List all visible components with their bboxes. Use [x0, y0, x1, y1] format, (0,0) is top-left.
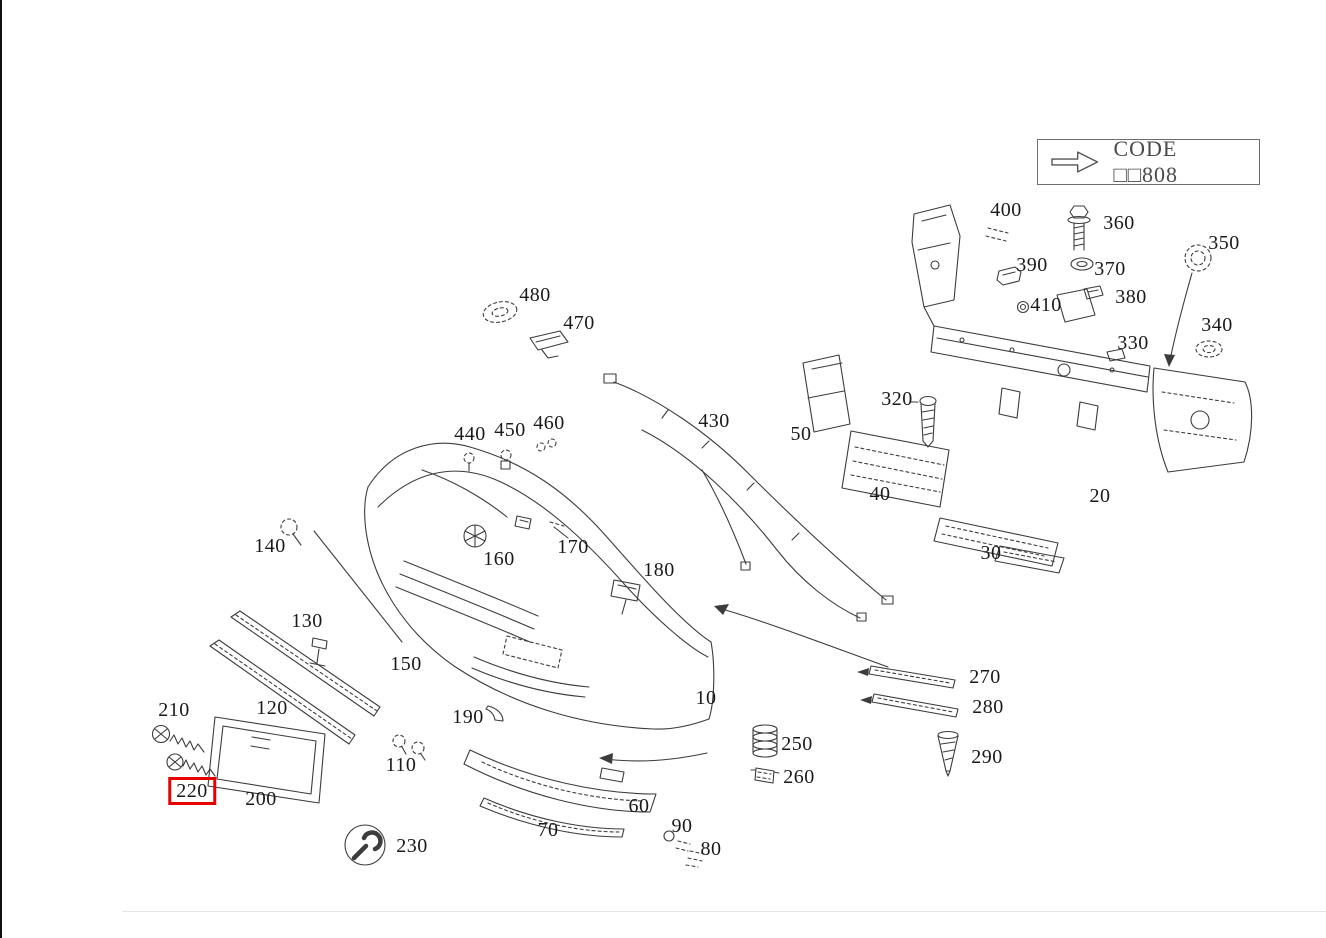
part-label-80[interactable]: 80	[700, 838, 722, 860]
part-label-60[interactable]: 60	[628, 795, 650, 817]
part-80-fastener-drawing	[685, 850, 705, 868]
part-50-bracket-drawing	[802, 354, 851, 433]
part-label-470[interactable]: 470	[563, 312, 595, 334]
part-label-260[interactable]: 260	[783, 766, 815, 788]
part-410-nut-drawing	[1016, 300, 1030, 314]
part-220-screw-drawing	[166, 753, 216, 777]
part-label-250[interactable]: 250	[781, 733, 813, 755]
part-370-grommet-drawing	[1070, 257, 1094, 271]
part-label-370[interactable]: 370	[1094, 258, 1126, 280]
part-label-190[interactable]: 190	[452, 706, 484, 728]
part-label-180[interactable]: 180	[643, 559, 675, 581]
part-label-330[interactable]: 330	[1117, 332, 1149, 354]
part-label-460[interactable]: 460	[533, 412, 565, 434]
part-label-360[interactable]: 360	[1103, 212, 1135, 234]
part-20-crossmember-drawing	[923, 288, 1253, 473]
part-label-110[interactable]: 110	[385, 754, 417, 776]
part-260-clamp-drawing	[750, 767, 780, 784]
part-70-trim-strip-drawing	[479, 797, 625, 838]
part-label-480[interactable]: 480	[519, 284, 551, 306]
part-210-screw-drawing	[151, 724, 205, 753]
part-label-380[interactable]: 380	[1115, 286, 1147, 308]
code-box: CODE □□808	[1037, 136, 1260, 187]
part-480-cover-drawing	[482, 301, 518, 323]
part-30-absorber-drawing	[933, 517, 1065, 574]
part-label-220-highlighted[interactable]: 220	[168, 777, 216, 805]
part-label-400[interactable]: 400	[990, 199, 1022, 221]
part-label-290[interactable]: 290	[971, 746, 1003, 768]
part-470-bracket-drawing	[529, 330, 569, 359]
part-label-410[interactable]: 410	[1030, 294, 1062, 316]
part-130-clip-drawing	[309, 637, 328, 667]
part-label-90[interactable]: 90	[671, 815, 693, 837]
part-170-leader-line	[549, 521, 569, 539]
part-40-grille-drawing	[841, 430, 950, 508]
part-340-grommet-drawing	[1195, 340, 1223, 358]
part-label-280[interactable]: 280	[972, 696, 1004, 718]
leader-arrows	[599, 604, 889, 764]
part-label-160[interactable]: 160	[483, 548, 515, 570]
part-label-440[interactable]: 440	[454, 423, 486, 445]
part-160-clip-drawing	[514, 515, 532, 530]
bottom-divider	[122, 911, 1326, 912]
part-label-140[interactable]: 140	[254, 535, 286, 557]
part-190-clip-drawing	[485, 705, 504, 722]
part-90-fastener-drawing	[663, 830, 691, 852]
part-label-450[interactable]: 450	[494, 419, 526, 441]
part-270-strip-drawing	[857, 665, 956, 689]
part-label-50[interactable]: 50	[790, 423, 812, 445]
part-200-plate-bracket-drawing	[207, 716, 326, 804]
right-arrow-icon	[1051, 151, 1099, 173]
part-label-30[interactable]: 30	[980, 542, 1002, 564]
part-180-bracket-drawing	[610, 579, 641, 615]
code-label: CODE □□808	[1113, 136, 1179, 187]
part-label-40[interactable]: 40	[869, 483, 891, 505]
part-label-390[interactable]: 390	[1016, 254, 1048, 276]
part-10-bumper-cover-drawing	[313, 442, 715, 730]
part-label-430[interactable]: 430	[698, 410, 730, 432]
part-label-340[interactable]: 340	[1201, 314, 1233, 336]
part-320-screw-drawing	[909, 395, 937, 448]
part-230-wrench-icon	[344, 824, 386, 866]
part-430-harness-drawing	[603, 373, 894, 622]
part-350-grommet-drawing	[1164, 244, 1212, 367]
part-120-150-grille-strips-drawing	[209, 610, 381, 745]
part-label-270[interactable]: 270	[969, 666, 1001, 688]
part-440-450-460-fasteners-drawing	[463, 438, 557, 472]
part-label-70[interactable]: 70	[537, 819, 559, 841]
part-390-clip-drawing	[996, 266, 1022, 286]
part-label-120[interactable]: 120	[256, 697, 288, 719]
part-label-150[interactable]: 150	[390, 653, 422, 675]
part-380-clip-drawing	[1083, 285, 1104, 300]
part-110-clips-drawing	[392, 734, 426, 761]
part-400-bracket-drawing	[911, 204, 1009, 308]
part-60-trim-strip-drawing	[463, 749, 657, 813]
part-label-170[interactable]: 170	[557, 536, 589, 558]
part-label-10[interactable]: 10	[695, 687, 717, 709]
part-label-320[interactable]: 320	[881, 388, 913, 410]
part-label-210[interactable]: 210	[158, 699, 190, 721]
part-label-230[interactable]: 230	[396, 835, 428, 857]
part-label-130[interactable]: 130	[291, 610, 323, 632]
part-label-20[interactable]: 20	[1089, 485, 1111, 507]
part-label-350[interactable]: 350	[1208, 232, 1240, 254]
part-250-spring-drawing	[752, 724, 778, 758]
part-330-clip-drawing	[1106, 348, 1126, 362]
part-140-clip-drawing	[280, 518, 302, 546]
part-label-200[interactable]: 200	[245, 788, 277, 810]
part-280-strip-drawing	[860, 693, 959, 718]
part-290-screw-drawing	[937, 730, 959, 777]
part-360-bolt-drawing	[1067, 205, 1091, 251]
